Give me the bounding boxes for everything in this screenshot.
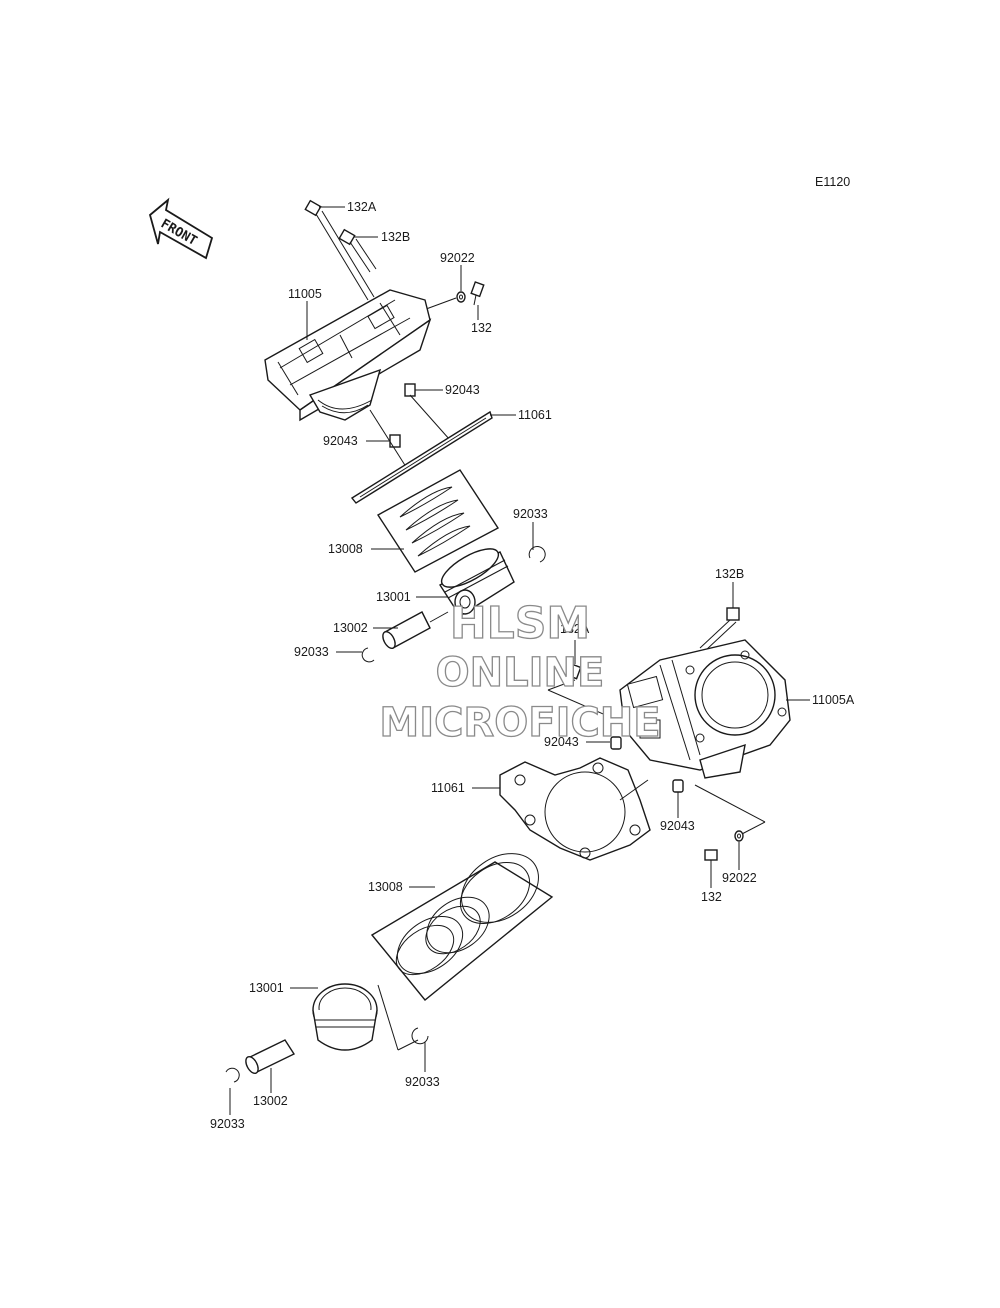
label-92043-b: 92043 <box>323 434 358 448</box>
bolt-132a-top[interactable] <box>304 199 375 301</box>
label-132-top: 132 <box>471 321 492 335</box>
front-arrow-icon: FRONT <box>148 197 214 260</box>
washer-92022-top[interactable] <box>456 291 466 303</box>
label-11005: 11005 <box>288 287 322 301</box>
bolt-132b-top[interactable] <box>338 228 377 273</box>
washer-92022-bottom[interactable] <box>734 830 744 842</box>
label-132a-top: 132A <box>347 200 377 214</box>
piston-13001-bottom[interactable] <box>312 983 378 1051</box>
circlip-92033-mid[interactable] <box>411 1027 429 1045</box>
label-132-bottom: 132 <box>701 890 722 904</box>
label-92043-a: 92043 <box>445 383 480 397</box>
circlip-92033-left[interactable] <box>361 647 375 663</box>
label-92033-mid: 92033 <box>405 1075 440 1089</box>
label-132b-right: 132B <box>715 567 744 581</box>
label-13008-top: 13008 <box>328 542 363 556</box>
label-13002-top: 13002 <box>333 621 368 635</box>
label-13008-bottom: 13008 <box>368 880 403 894</box>
label-92033-top: 92033 <box>513 507 548 521</box>
circlip-92033-bottom[interactable] <box>225 1067 240 1083</box>
bolt-132-bottom[interactable] <box>704 849 718 861</box>
label-92043-c: 92043 <box>544 735 579 749</box>
diagram-code: E1120 <box>815 175 850 189</box>
label-11061-top: 11061 <box>518 408 552 422</box>
cylinder-11005a[interactable] <box>619 639 791 779</box>
gasket-11061-bottom[interactable] <box>499 757 651 861</box>
bolt-132b-right[interactable] <box>699 607 740 651</box>
circlip-92033-top[interactable] <box>528 546 546 563</box>
dowel-92043-d[interactable] <box>672 779 684 793</box>
label-132b-top: 132B <box>381 230 410 244</box>
piston-pin-13002-bottom[interactable] <box>243 1039 296 1075</box>
cylinder-11005[interactable] <box>264 289 432 422</box>
watermark-line-3: MICROFICHE <box>379 700 660 746</box>
watermark: HLSM ONLINE MICROFICHE <box>379 597 662 746</box>
ring-set-13008-top[interactable] <box>377 469 500 573</box>
label-11005a: 11005A <box>812 693 855 707</box>
label-92022-bottom: 92022 <box>722 871 757 885</box>
watermark-line-1: HLSM <box>450 598 590 649</box>
label-13001-bottom: 13001 <box>249 981 284 995</box>
label-92043-d: 92043 <box>660 819 695 833</box>
label-11061-bottom: 11061 <box>431 781 465 795</box>
label-132a-mid: 132A <box>560 622 590 636</box>
dowel-92043-b[interactable] <box>389 434 401 448</box>
piston-pin-13002-top[interactable] <box>380 611 431 650</box>
bolt-132a-mid[interactable] <box>565 662 582 680</box>
label-92033-bottom: 92033 <box>210 1117 245 1131</box>
gasket-11061-top[interactable] <box>350 410 493 504</box>
piston-13001-top[interactable] <box>436 542 515 617</box>
bolt-132-top[interactable] <box>470 281 485 306</box>
dowel-92043-c[interactable] <box>610 736 622 750</box>
ring-set-13008-bottom[interactable] <box>370 839 554 1001</box>
dowel-92043-a[interactable] <box>404 383 416 397</box>
label-92022-top: 92022 <box>440 251 475 265</box>
label-13001-top: 13001 <box>376 590 411 604</box>
label-13002-bottom: 13002 <box>253 1094 288 1108</box>
label-92033-left: 92033 <box>294 645 329 659</box>
watermark-line-2: ONLINE <box>436 650 605 696</box>
